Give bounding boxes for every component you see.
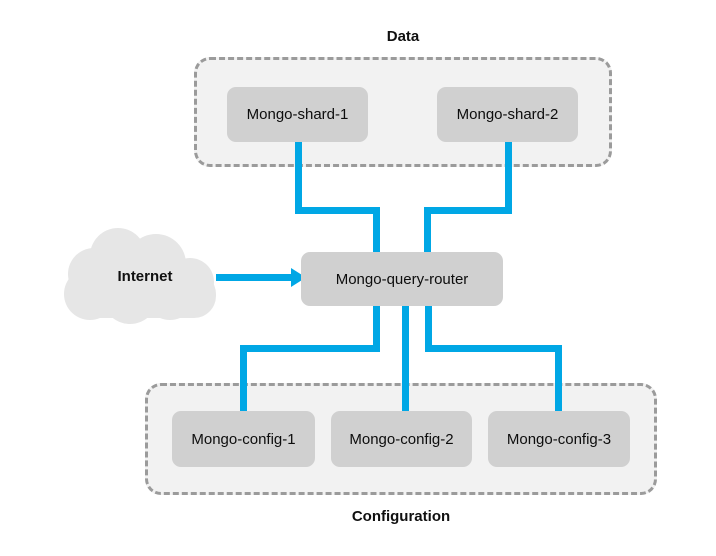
node-label: Mongo-config-2 bbox=[349, 430, 454, 448]
group-configuration-caption: Configuration bbox=[351, 508, 451, 525]
node-mongo-query-router[interactable]: Mongo-query-router bbox=[301, 252, 503, 306]
node-mongo-config-2[interactable]: Mongo-config-2 bbox=[331, 411, 472, 467]
node-label: Mongo-shard-1 bbox=[246, 106, 349, 123]
node-label: Mongo-shard-2 bbox=[456, 106, 559, 123]
node-label: Mongo-query-router bbox=[335, 270, 469, 288]
node-label: Mongo-config-3 bbox=[506, 430, 612, 448]
node-label: Mongo-config-1 bbox=[191, 430, 296, 448]
node-mongo-shard-2[interactable]: Mongo-shard-2 bbox=[437, 87, 578, 142]
group-data-caption: Data bbox=[386, 28, 420, 45]
node-mongo-config-1[interactable]: Mongo-config-1 bbox=[172, 411, 315, 467]
internet-cloud-label: Internet bbox=[117, 267, 173, 285]
node-mongo-config-3[interactable]: Mongo-config-3 bbox=[488, 411, 630, 467]
internet-cloud bbox=[60, 228, 240, 324]
node-mongo-shard-1[interactable]: Mongo-shard-1 bbox=[227, 87, 368, 142]
